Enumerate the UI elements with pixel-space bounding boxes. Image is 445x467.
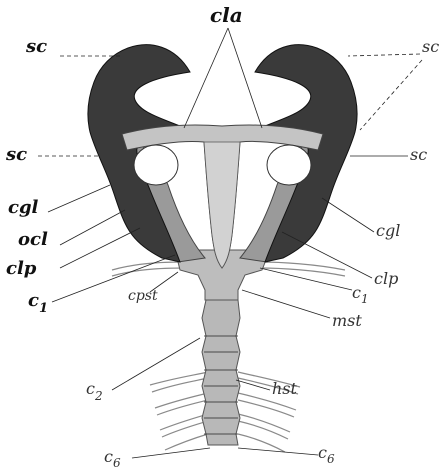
label-c2-main: c [86,379,95,398]
label-sc-top-left: sc [25,36,47,57]
label-ocl: ocl [18,229,48,250]
label-clp-right: clp [374,269,398,288]
label-c2-sub: 2 [94,389,103,403]
label-sc-top-right: sc [422,37,439,56]
interclavicle [204,142,240,268]
label-c6-right-main: c [318,443,327,462]
label-c6-left: c6 [104,447,121,467]
label-c1-left: c1 [28,290,48,316]
label-c6-left-sub: 6 [113,456,121,467]
sternum [175,250,270,445]
sternebrae [202,300,240,445]
label-cgl-right: cgl [376,221,400,240]
label-cpst: cpst [128,288,158,304]
label-c6-right-sub: 6 [327,452,335,466]
label-cgl-left: cgl [8,197,39,218]
label-c1-right-main: c [352,283,361,302]
foramen-left [134,145,178,185]
label-c1-left-main: c [28,290,39,311]
label-hst: hst [272,379,298,398]
label-c6-right: c6 [318,443,335,466]
label-sc-mid-right: sc [410,145,427,164]
label-c1-right-sub: 1 [361,292,369,306]
label-c1-right: c1 [352,283,369,306]
label-c1-left-sub: 1 [39,301,48,316]
label-c6-left-main: c [104,447,113,466]
label-sc-mid-left: sc [5,144,27,165]
label-clp-left: clp [6,258,37,279]
label-cla: cla [210,3,243,27]
label-mst: mst [332,311,362,330]
foramen-right [267,145,311,185]
label-c2: c2 [86,379,103,403]
